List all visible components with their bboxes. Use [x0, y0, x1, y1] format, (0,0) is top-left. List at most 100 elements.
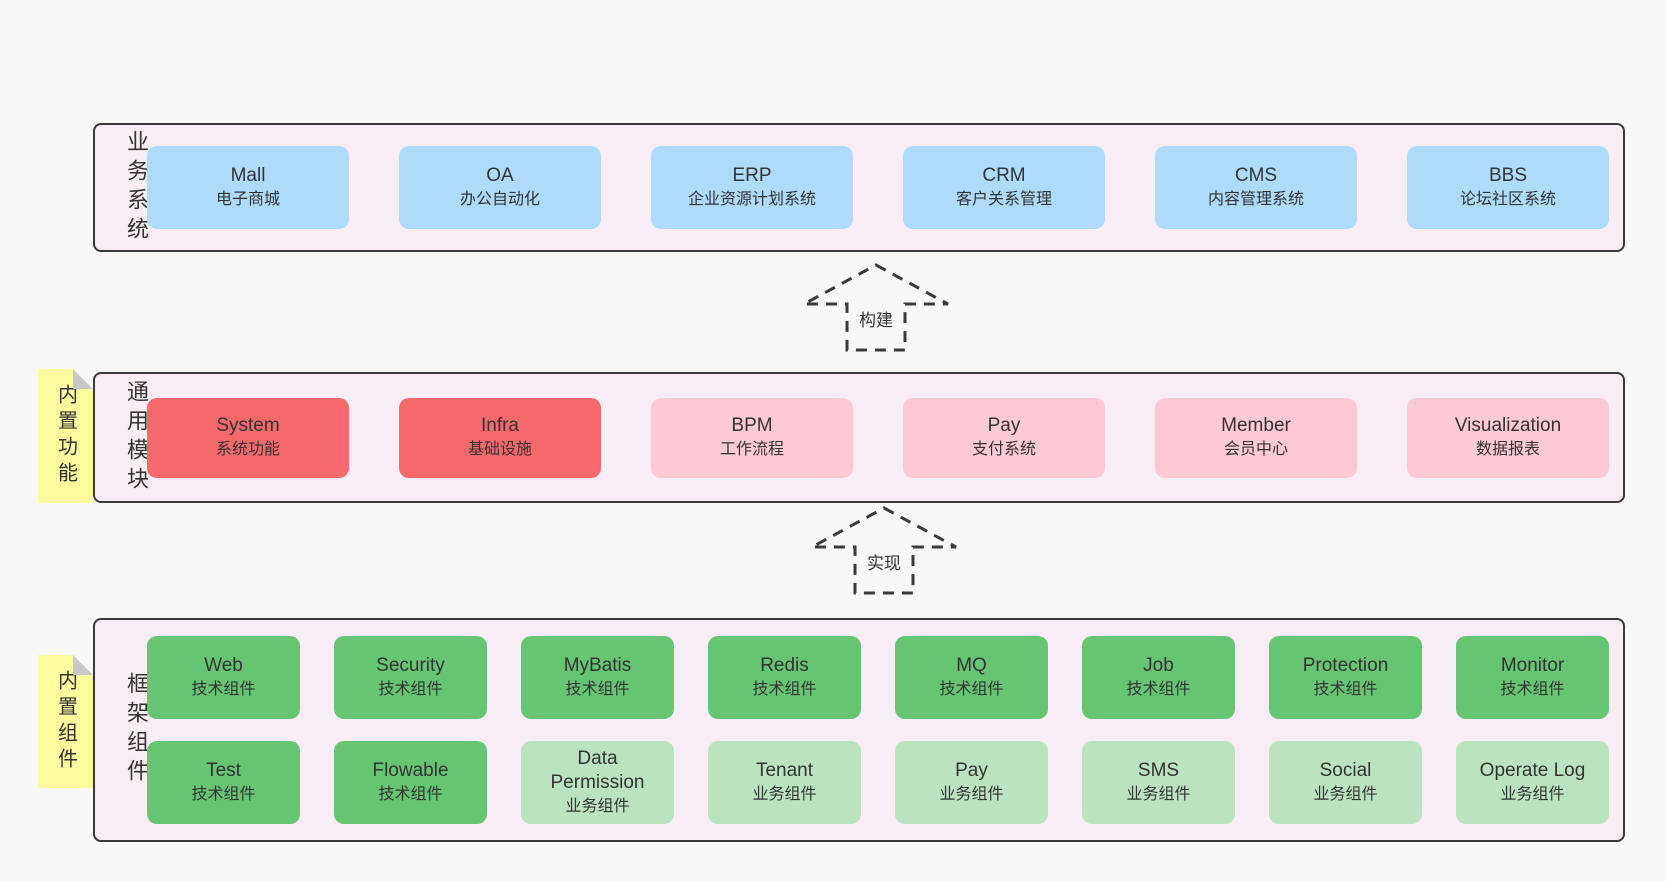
box-title: CMS: [1234, 165, 1278, 186]
box-title: Data Permission: [550, 748, 645, 793]
box-subtitle: 技术组件: [191, 786, 256, 803]
arrow-label-implement: 实现: [864, 549, 904, 574]
box-row: Test 技术组件 Flowable 技术组件 Data Permission 业务组件 T…: [147, 741, 1609, 824]
box-title: Monitor: [1500, 655, 1565, 676]
box-bpm: BPM 工作流程: [651, 397, 853, 478]
sticky-note-text: 内置组件: [54, 669, 77, 774]
box-subtitle: 业务组件: [1313, 786, 1378, 803]
box-title: SMS: [1137, 760, 1180, 781]
box-subtitle: 技术组件: [939, 681, 1004, 698]
box-title: Security: [376, 655, 445, 676]
box-test: Test 技术组件: [147, 741, 300, 824]
box-subtitle: 技术组件: [1313, 681, 1378, 698]
box-subtitle: 会员中心: [1223, 441, 1288, 458]
box-title: MQ: [956, 655, 987, 676]
box-subtitle: 系统功能: [215, 441, 280, 458]
box-subtitle: 技术组件: [752, 681, 817, 698]
box-erp: ERP 企业资源计划系统: [651, 146, 853, 229]
box-subtitle: 业务组件: [1500, 786, 1565, 803]
box-title: Redis: [760, 655, 809, 676]
box-subtitle: 技术组件: [191, 681, 256, 698]
box-title: CRM: [982, 165, 1026, 186]
up-arrow-icon: [811, 506, 957, 595]
box-subtitle: 企业资源计划系统: [687, 191, 816, 208]
box-title: ERP: [732, 165, 772, 186]
box-title: Job: [1143, 655, 1174, 676]
box-subtitle: 支付系统: [971, 441, 1036, 458]
arrow-label-build: 构建: [856, 306, 896, 331]
box-subtitle: 技术组件: [1500, 681, 1565, 698]
box-cms: CMS 内容管理系统: [1155, 146, 1357, 229]
box-title: OA: [486, 165, 514, 186]
box-title: MyBatis: [563, 655, 632, 676]
box-subtitle: 业务组件: [1126, 786, 1191, 803]
box-title: System: [216, 415, 280, 436]
box-title: Test: [206, 760, 241, 781]
folded-corner-icon: [73, 369, 93, 389]
box-monitor: Monitor 技术组件: [1456, 636, 1609, 719]
layer-label-business-systems: 业务系统: [124, 129, 149, 246]
box-subtitle: 客户关系管理: [955, 191, 1052, 208]
box-web: Web 技术组件: [147, 636, 300, 719]
box-data-permission: Data Permission 业务组件: [521, 741, 674, 824]
box-title: Pay: [955, 760, 988, 781]
sticky-note-builtin-features: 内置功能: [38, 369, 93, 503]
box-pay: Pay 业务组件: [895, 741, 1048, 824]
box-mq: MQ 技术组件: [895, 636, 1048, 719]
box-job: Job 技术组件: [1082, 636, 1235, 719]
box-protection: Protection 技术组件: [1269, 636, 1422, 719]
box-subtitle: 技术组件: [378, 681, 443, 698]
box-subtitle: 技术组件: [1126, 681, 1191, 698]
box-title: BBS: [1488, 165, 1528, 186]
dashed-up-arrow-implement: 实现: [809, 505, 959, 597]
folded-corner-icon: [73, 655, 93, 675]
box-subtitle: 内容管理系统: [1207, 191, 1304, 208]
sticky-note-text: 内置功能: [54, 384, 77, 488]
box-mall: Mall 电子商城: [147, 146, 349, 229]
box-title: Member: [1221, 415, 1291, 436]
box-bbs: BBS 论坛社区系统: [1407, 146, 1609, 229]
box-title: Social: [1319, 760, 1372, 781]
layer-label-common-modules: 通用模块: [124, 379, 149, 496]
box-social: Social 业务组件: [1269, 741, 1422, 824]
box-title: Tenant: [755, 760, 814, 781]
box-subtitle: 技术组件: [565, 681, 630, 698]
box-subtitle: 工作流程: [719, 441, 784, 458]
box-crm: CRM 客户关系管理: [903, 146, 1105, 229]
box-mybatis: MyBatis 技术组件: [521, 636, 674, 719]
box-member: Member 会员中心: [1155, 397, 1357, 478]
box-title: Protection: [1302, 655, 1389, 676]
sticky-note-builtin-components: 内置组件: [38, 655, 93, 788]
box-title: BPM: [731, 415, 773, 436]
up-arrow-icon: [803, 263, 949, 352]
box-sms: SMS 业务组件: [1082, 741, 1235, 824]
box-subtitle: 业务组件: [565, 798, 630, 815]
dashed-up-arrow-build: 构建: [801, 262, 951, 354]
box-subtitle: 电子商城: [215, 191, 280, 208]
box-title: Mall: [230, 165, 266, 186]
box-title: Web: [204, 655, 243, 676]
layer-label-framework-components: 框架组件: [124, 672, 149, 788]
box-title: Flowable: [372, 760, 449, 781]
box-subtitle: 数据报表: [1475, 441, 1540, 458]
box-subtitle: 业务组件: [939, 786, 1004, 803]
box-subtitle: 论坛社区系统: [1459, 191, 1556, 208]
box-redis: Redis 技术组件: [708, 636, 861, 719]
box-subtitle: 基础设施: [467, 441, 532, 458]
